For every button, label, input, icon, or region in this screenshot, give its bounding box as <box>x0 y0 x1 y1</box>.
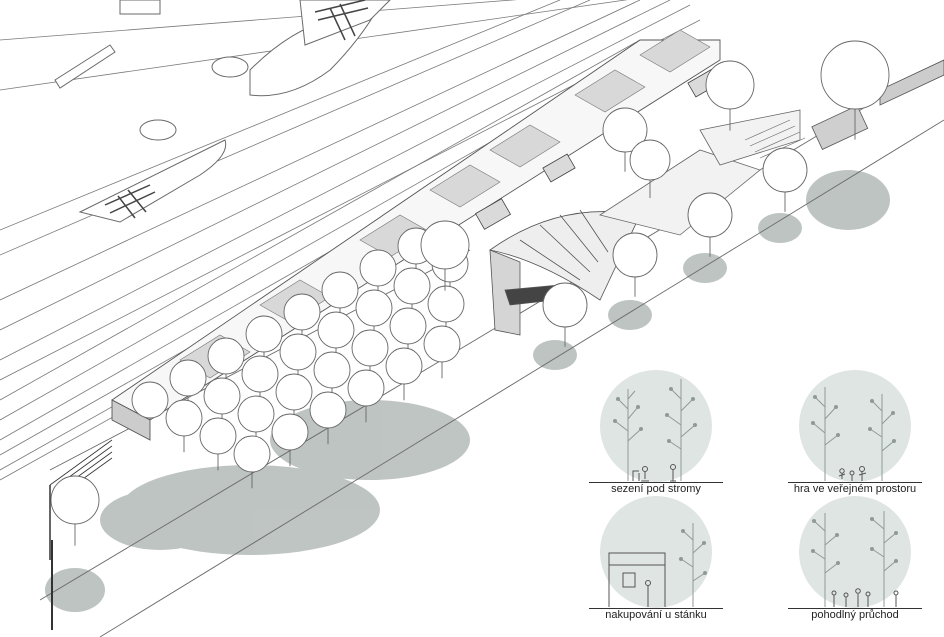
tree-canopy <box>309 391 347 429</box>
street-trees <box>50 40 890 546</box>
vignette-sitting-under-trees: sezení pod stromy <box>589 369 723 495</box>
tree-canopy <box>271 413 309 451</box>
vignette-baseline <box>788 482 922 483</box>
tree-canopy <box>245 315 283 353</box>
vignette-shopping-at-kiosk: nakupování u stánku <box>589 495 723 621</box>
tree-canopy <box>169 359 207 397</box>
street-tree-canopy <box>820 40 890 110</box>
tree-canopy <box>393 267 431 305</box>
tree-grid <box>131 227 469 489</box>
vignette-baseline <box>589 482 723 483</box>
tree-canopy <box>241 355 279 393</box>
stairs <box>744 119 806 159</box>
tree-canopy <box>351 329 389 367</box>
vignette-label: nakupování u stánku <box>605 609 707 621</box>
tree-canopy <box>385 347 423 385</box>
vignette-passage-illustration <box>799 496 911 608</box>
tree-canopy <box>313 351 351 389</box>
tree-canopy <box>283 293 321 331</box>
vignette-kiosk-illustration <box>600 496 712 608</box>
tree-canopy <box>199 417 237 455</box>
vignette-play-in-public-space: hra ve veřejném prostoru <box>788 369 922 495</box>
tree-canopy <box>359 249 397 287</box>
vignette-label: hra ve veřejném prostoru <box>793 483 917 495</box>
tree-canopy <box>237 395 275 433</box>
vignette-play-illustration <box>799 370 911 482</box>
tree-canopy <box>207 337 245 375</box>
tree-canopy <box>233 435 271 473</box>
street-tree-canopy <box>602 107 648 153</box>
vignette-baseline <box>788 608 922 609</box>
street-tree-canopy <box>542 282 588 328</box>
street-tree-canopy <box>762 147 808 193</box>
street-tree-canopy <box>420 220 470 270</box>
tree-canopy <box>165 399 203 437</box>
vignette-baseline <box>589 608 723 609</box>
street-tree-canopy <box>50 475 100 525</box>
vignette-label: sezení pod stromy <box>611 483 701 495</box>
tree-canopy <box>279 333 317 371</box>
platform-markings <box>104 0 369 219</box>
tree-canopy <box>131 381 169 419</box>
platform-fence <box>49 439 113 560</box>
tree-shadows <box>45 170 890 612</box>
street-tree-canopy <box>612 232 658 278</box>
tree-canopy <box>423 325 461 363</box>
retaining-wall <box>811 105 869 150</box>
vignette-label: pohodlný průchod <box>811 609 899 621</box>
tree-canopy <box>347 369 385 407</box>
tree-canopy <box>427 285 465 323</box>
vignette-sitting-illustration <box>600 370 712 482</box>
tree-canopy <box>355 289 393 327</box>
street-tree-canopy <box>629 139 671 181</box>
distant-wall <box>879 59 944 106</box>
vignette-comfortable-passage: pohodlný průchod <box>788 495 922 621</box>
tree-canopy <box>275 373 313 411</box>
street-tree-canopy <box>705 60 755 110</box>
tree-canopy <box>317 311 355 349</box>
street-tree-canopy <box>687 192 733 238</box>
tree-canopy <box>389 307 427 345</box>
platforms <box>54 0 391 223</box>
tree-canopy <box>321 271 359 309</box>
tree-canopy <box>203 377 241 415</box>
